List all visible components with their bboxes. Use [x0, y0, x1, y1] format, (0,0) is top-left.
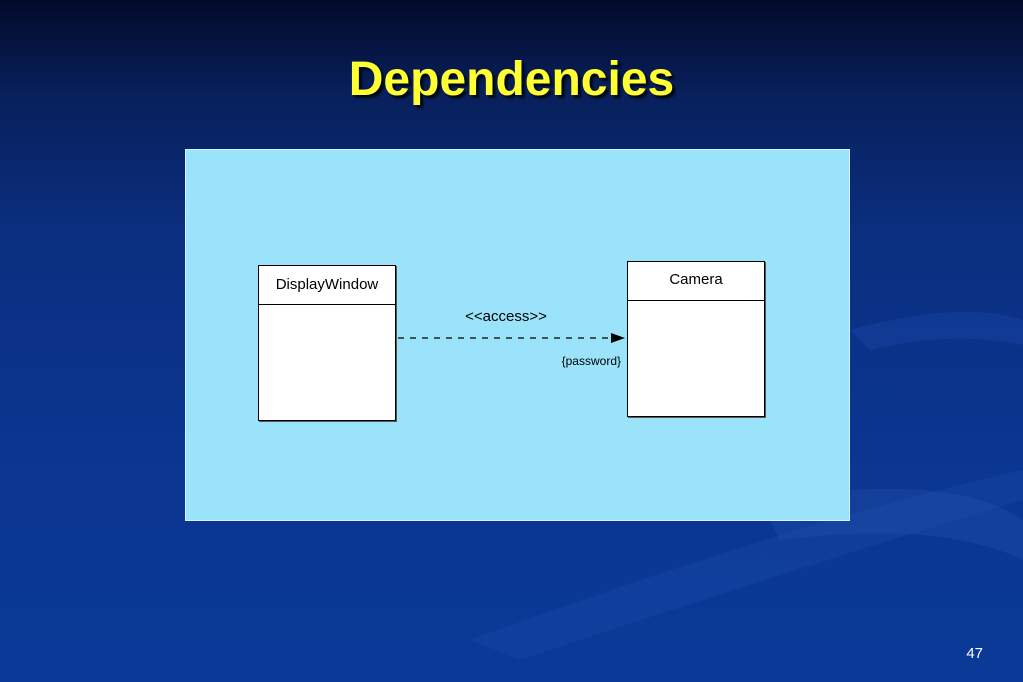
slide-title: Dependencies: [348, 53, 675, 106]
class-display-window[interactable]: DisplayWindow: [258, 265, 396, 421]
class-name-camera: Camera: [628, 262, 764, 301]
page-number: 47: [966, 645, 983, 662]
dependency-constraint: {password}: [561, 354, 621, 368]
diagram-panel: DisplayWindow Camera <<access>> {passwor…: [185, 149, 850, 521]
dependency-arrowhead: [611, 333, 625, 343]
dependency-arrow: [398, 333, 625, 343]
dependency-stereotype: <<access>>: [465, 308, 547, 325]
class-name-display-window: DisplayWindow: [259, 266, 395, 305]
class-camera[interactable]: Camera: [627, 261, 765, 417]
